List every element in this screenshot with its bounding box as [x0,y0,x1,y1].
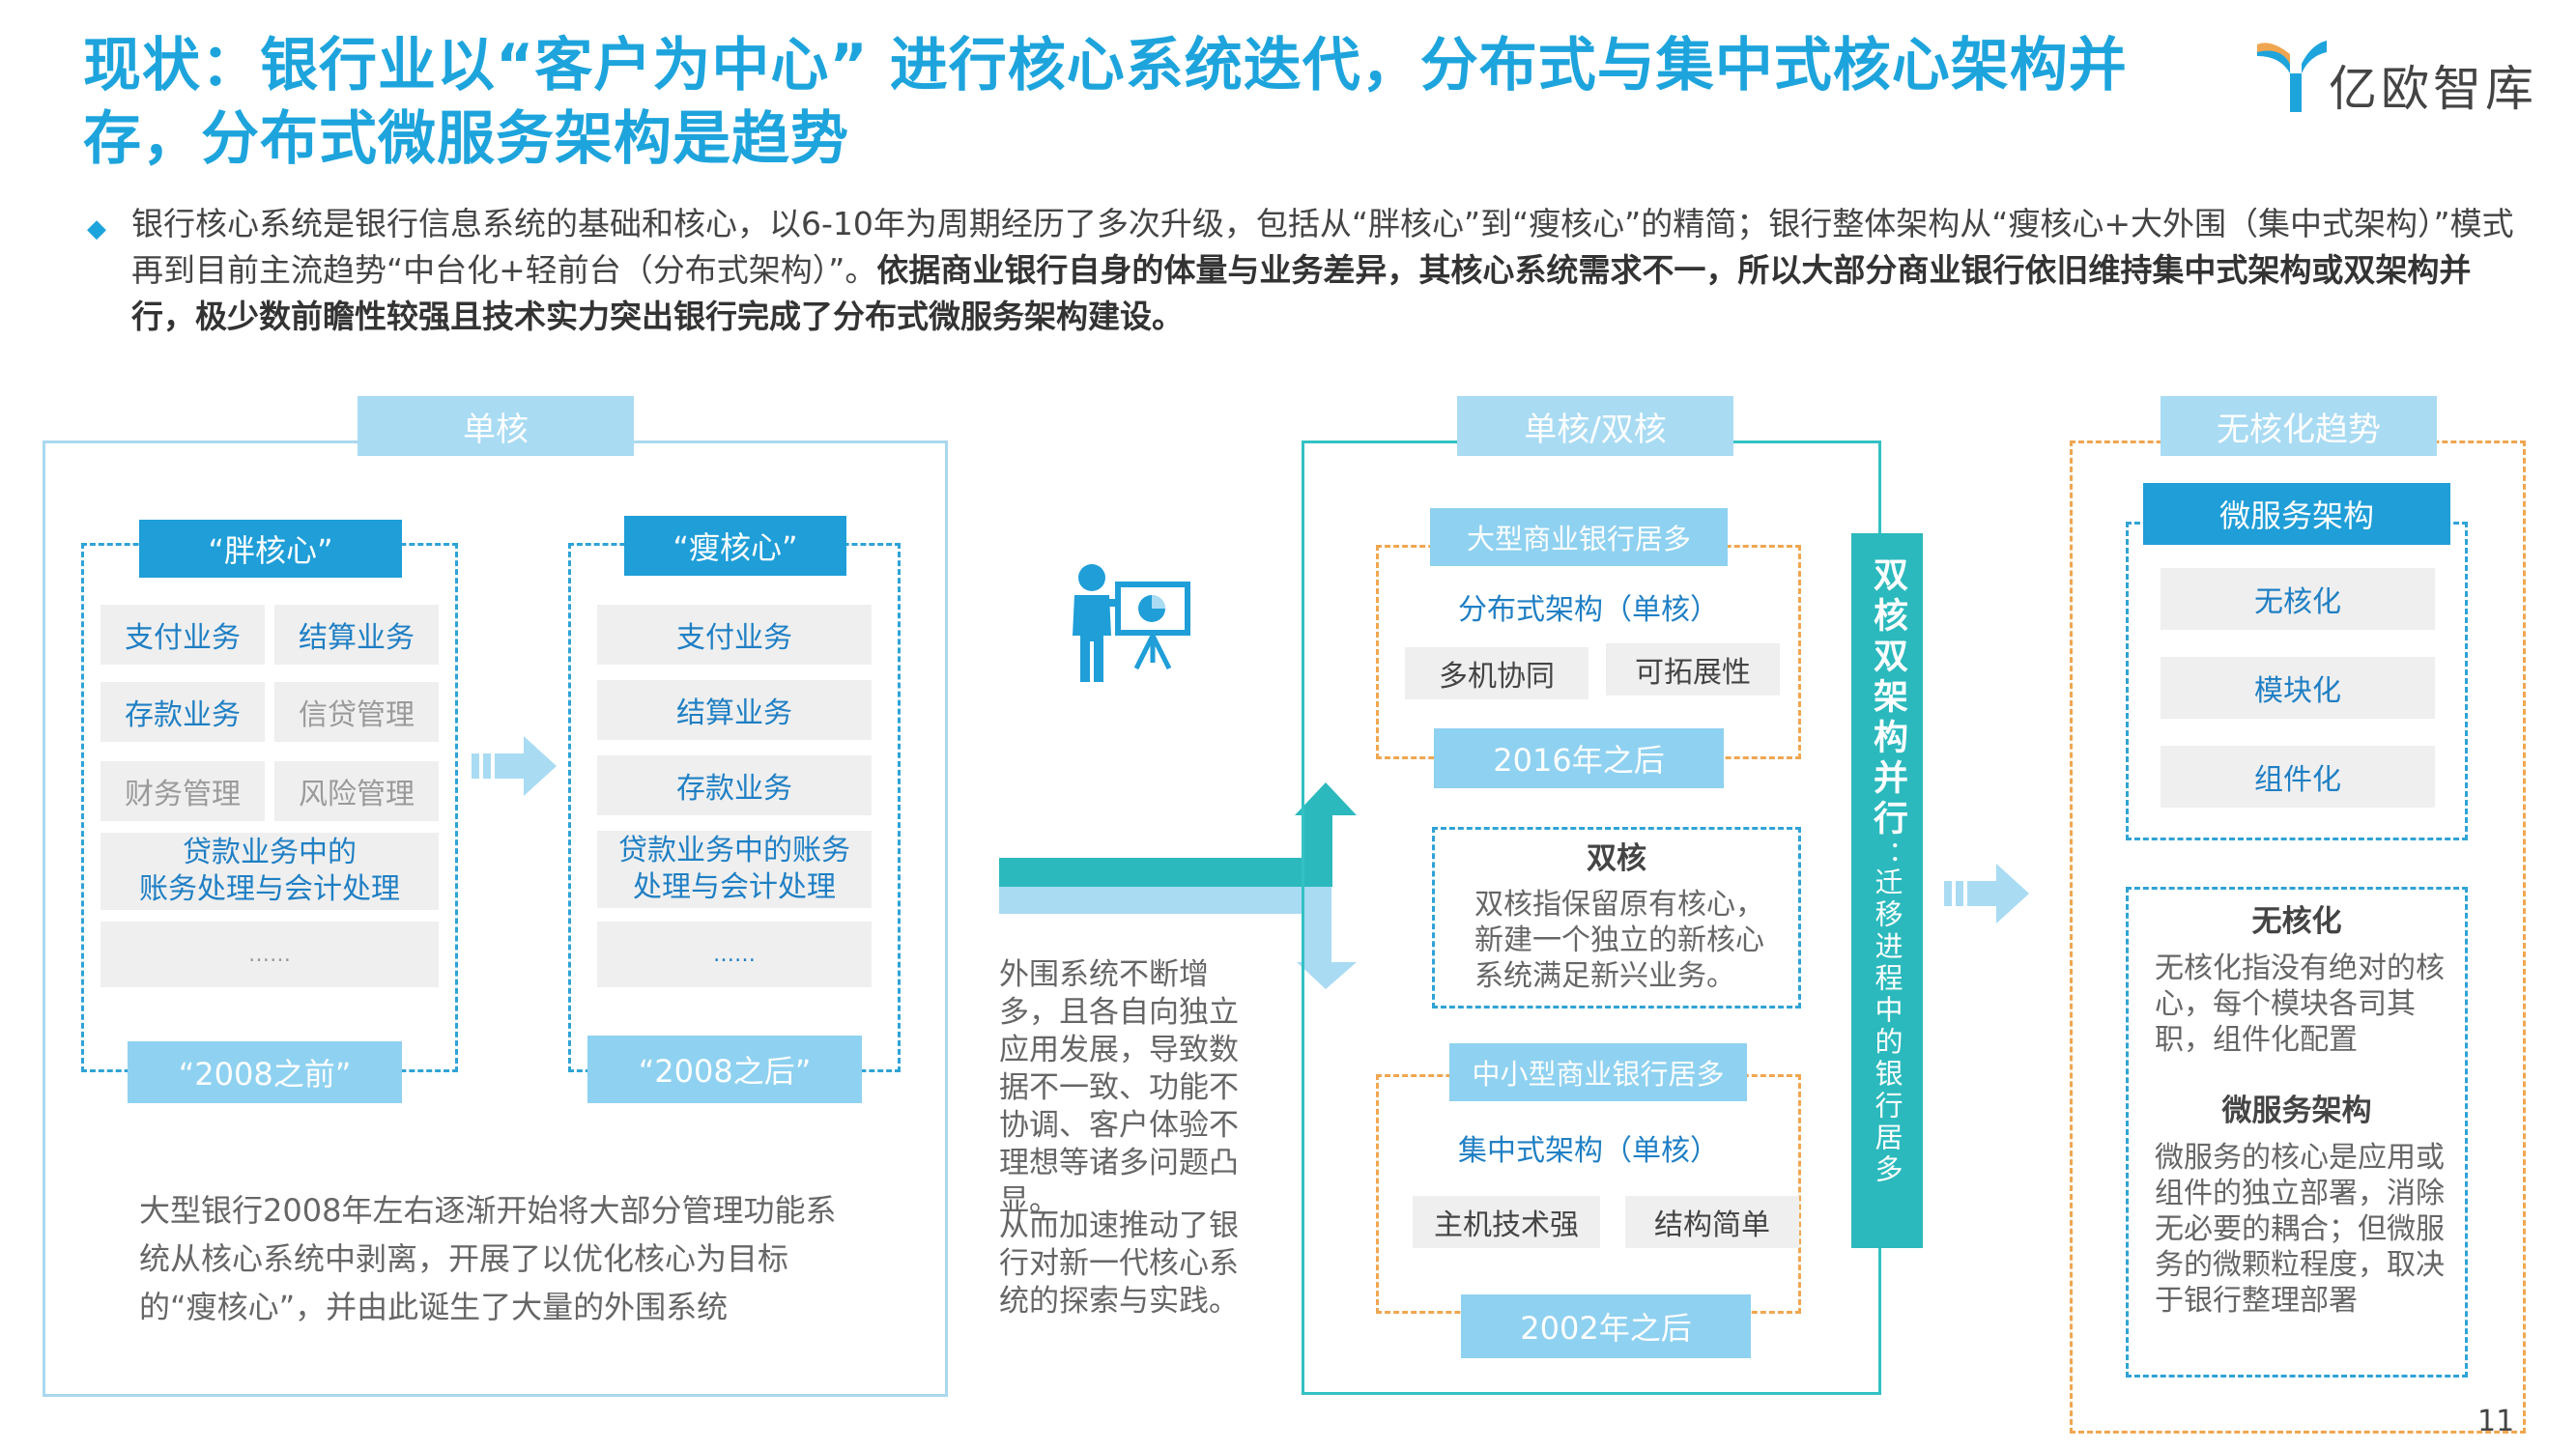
dual-arch-banner-bold: 双核双架构并行 [1868,556,1907,840]
intro-bold: 依据商业银行自身的体量与业务差异，其核心系统需求不一，所以大部分商业银行依旧维持… [131,251,2472,335]
fat-item-payment: 支付业务 [100,605,265,665]
no-core-item-component: 组件化 [2161,746,2435,808]
thin-item-loan-accounting: 贷款业务中的账务 处理与会计处理 [597,831,872,908]
micro-def-text: 微服务的核心是应用或组件的独立部署，消除无必要的耦合；但微服务的微颗粒程度，取决… [2155,1141,2445,1318]
arrow-right-icon [1944,864,2029,923]
dual-core-def-box [1432,827,1801,1009]
thin-item-payment: 支付业务 [597,605,872,665]
small-bank-arch: 集中式架构（单核） [1458,1134,1719,1168]
dual-core-def-title: 双核 [1587,840,1646,876]
fat-core-footer: “2008之前” [128,1041,402,1103]
fat-item-finance: 财务管理 [100,761,265,821]
single-core-header: 单核 [358,396,634,456]
fat-item-settlement: 结算业务 [274,605,439,665]
intro-paragraph: 银行核心系统是银行信息系统的基础和核心，以6-10年为周期经历了多次升级，包括从… [131,201,2518,340]
logo-icon [2257,41,2327,112]
fat-item-risk: 风险管理 [274,761,439,821]
branch-arrow-icon [999,782,1357,989]
presenter-icon [1073,564,1190,682]
tag-scalability: 可拓展性 [1606,643,1780,696]
coreless-def-title: 无核化 [2251,903,2342,939]
tag-simple-structure: 结构简单 [1625,1196,1799,1248]
thin-core-title: “瘦核心” [624,516,846,576]
middle-text-2: 从而加速推动了银行对新一代核心系统的探索与实践。 [999,1208,1239,1319]
thin-item-settlement: 结算业务 [597,680,872,740]
large-bank-arch: 分布式架构（单核） [1458,593,1719,627]
dual-arch-banner: 双核双架构并行 ： 迁移进程中的银行居多 [1851,533,1923,1248]
small-bank-box [1376,1074,1801,1314]
fat-core-title: “胖核心” [139,520,402,578]
thin-item-deposit: 存款业务 [597,755,872,815]
no-core-item-modular: 模块化 [2161,657,2435,719]
no-core-item-coreless: 无核化 [2161,568,2435,630]
tag-multi-machine: 多机协同 [1405,647,1589,699]
no-core-header: 无核化趋势 [2161,396,2437,456]
fat-item-loan-accounting: 贷款业务中的 账务处理与会计处理 [100,833,439,910]
dual-arch-banner-sub: 迁移进程中的银行居多 [1871,867,1903,1186]
micro-def-title: 微服务架构 [2221,1093,2372,1128]
intro-normal: 银行核心系统是银行信息系统的基础和核心，以6-10年为周期经历了多次升级，包括从… [131,205,2514,289]
fat-item-deposit: 存款业务 [100,682,265,742]
small-bank-title: 中小型商业银行居多 [1449,1043,1747,1101]
dual-core-def-text: 双核指保留原有核心，新建一个独立的新核心系统满足新兴业务。 [1474,888,1764,993]
thin-core-footer: “2008之后” [587,1036,862,1103]
large-bank-title: 大型商业银行居多 [1430,508,1728,566]
single-core-note: 大型银行2008年左右逐渐开始将大部分管理功能系统从核心系统中剥离，开展了以优化… [139,1192,837,1325]
middle-text-1: 外围系统不断增多，且各自向独立应用发展，导致数据不一致、功能不协调、客户体验不理… [999,957,1239,1218]
dual-core-header: 单核/双核 [1457,396,1733,456]
dual-arch-banner-colon: ： [1872,840,1903,867]
coreless-def-text: 无核化指没有绝对的核心，每个模块各司其职，组件化配置 [2155,952,2445,1057]
page-number: 11 [2477,1405,2515,1438]
logo-text: 亿欧智库 [2329,61,2537,117]
page-title: 现状：银行业以“客户为中心” 进行核心系统迭代，分布式与集中式核心架构并存，分布… [83,32,2128,173]
micro-service-title: 微服务架构 [2143,483,2450,545]
arrow-right-icon [472,736,557,796]
logo [2251,35,2541,118]
fat-item-credit: 信贷管理 [274,682,439,742]
thin-item-ellipsis: …… [597,922,872,987]
fat-item-ellipsis: …… [100,922,439,987]
large-bank-footer: 2016年之后 [1434,728,1724,788]
no-core-def-box [2126,887,2468,1378]
small-bank-footer: 2002年之后 [1461,1294,1751,1358]
tag-mainframe: 主机技术强 [1413,1196,1600,1248]
bullet-diamond-icon: ◆ [87,214,106,243]
